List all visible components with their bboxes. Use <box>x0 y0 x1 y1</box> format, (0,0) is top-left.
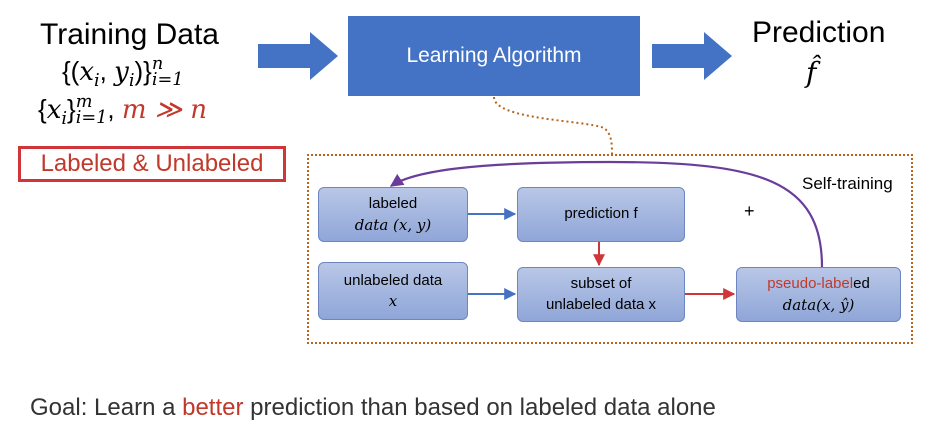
node-text: pseudo-labeled <box>767 274 870 294</box>
goal-statement: Goal: Learn a better prediction than bas… <box>30 394 716 422</box>
formula-index: i <box>94 71 100 92</box>
plus-sign: + <box>744 201 755 221</box>
node-text: x <box>388 292 398 310</box>
learning-algorithm-box: Learning Algorithm <box>348 16 640 96</box>
formula-var: y <box>114 57 129 87</box>
formula-sup: m <box>75 92 93 113</box>
arrow-training-to-algo <box>258 32 338 80</box>
formula-text: {( <box>62 56 80 86</box>
node-text: subset of <box>570 275 632 293</box>
formula-var: x <box>46 95 62 125</box>
formula-index: i <box>128 71 135 92</box>
prediction-symbol: f̂ <box>806 56 817 89</box>
arrow-algo-to-prediction <box>652 32 732 80</box>
node-text: data(x, ŷ) <box>782 295 855 314</box>
formula-text: } <box>67 94 76 124</box>
node-text: labeled <box>368 195 418 213</box>
dotted-connector <box>493 96 613 155</box>
self-training-label: Self-training <box>802 174 893 193</box>
node-text: prediction f <box>564 205 638 223</box>
formula-text: )} <box>134 56 152 86</box>
formula-text: , <box>99 56 115 86</box>
self-training-frame <box>307 154 913 344</box>
formula-sup: n <box>151 54 164 75</box>
goal-text: Goal: Learn a <box>30 394 183 421</box>
prediction-title: Prediction <box>752 16 886 49</box>
node-unlabeled-data: unlabeled data x <box>318 262 468 320</box>
node-pseudo-labeled: pseudo-labeled data(x, ŷ) <box>736 267 901 322</box>
node-text: data (x, y) <box>354 215 432 234</box>
pseudo-label-highlight: pseudo-label <box>767 275 854 293</box>
goal-highlight: better <box>182 394 244 421</box>
formula-sub: i=1 <box>75 108 108 129</box>
node-subset-unlabeled: subset of unlabeled data x <box>517 267 685 322</box>
node-text: unlabeled data x <box>545 295 657 313</box>
formula-relation: m ≫ n <box>121 95 208 125</box>
formula-text: , <box>107 94 122 124</box>
arrow-pseudo-to-labeled <box>389 160 824 268</box>
formula-index: i <box>61 109 68 130</box>
node-text: unlabeled data <box>343 271 443 289</box>
node-prediction: prediction f <box>517 187 685 242</box>
formula-text: { <box>38 94 47 124</box>
node-text: ed <box>853 275 870 293</box>
formula-sub: i=1 <box>151 70 184 91</box>
formula-var: x <box>79 57 95 87</box>
goal-text: prediction than based on labeled data al… <box>243 394 716 421</box>
labeled-unlabeled-badge: Labeled & Unlabeled <box>18 146 286 182</box>
node-labeled-data: labeled data (x, y) <box>318 187 468 242</box>
training-data-title: Training Data <box>40 18 219 51</box>
